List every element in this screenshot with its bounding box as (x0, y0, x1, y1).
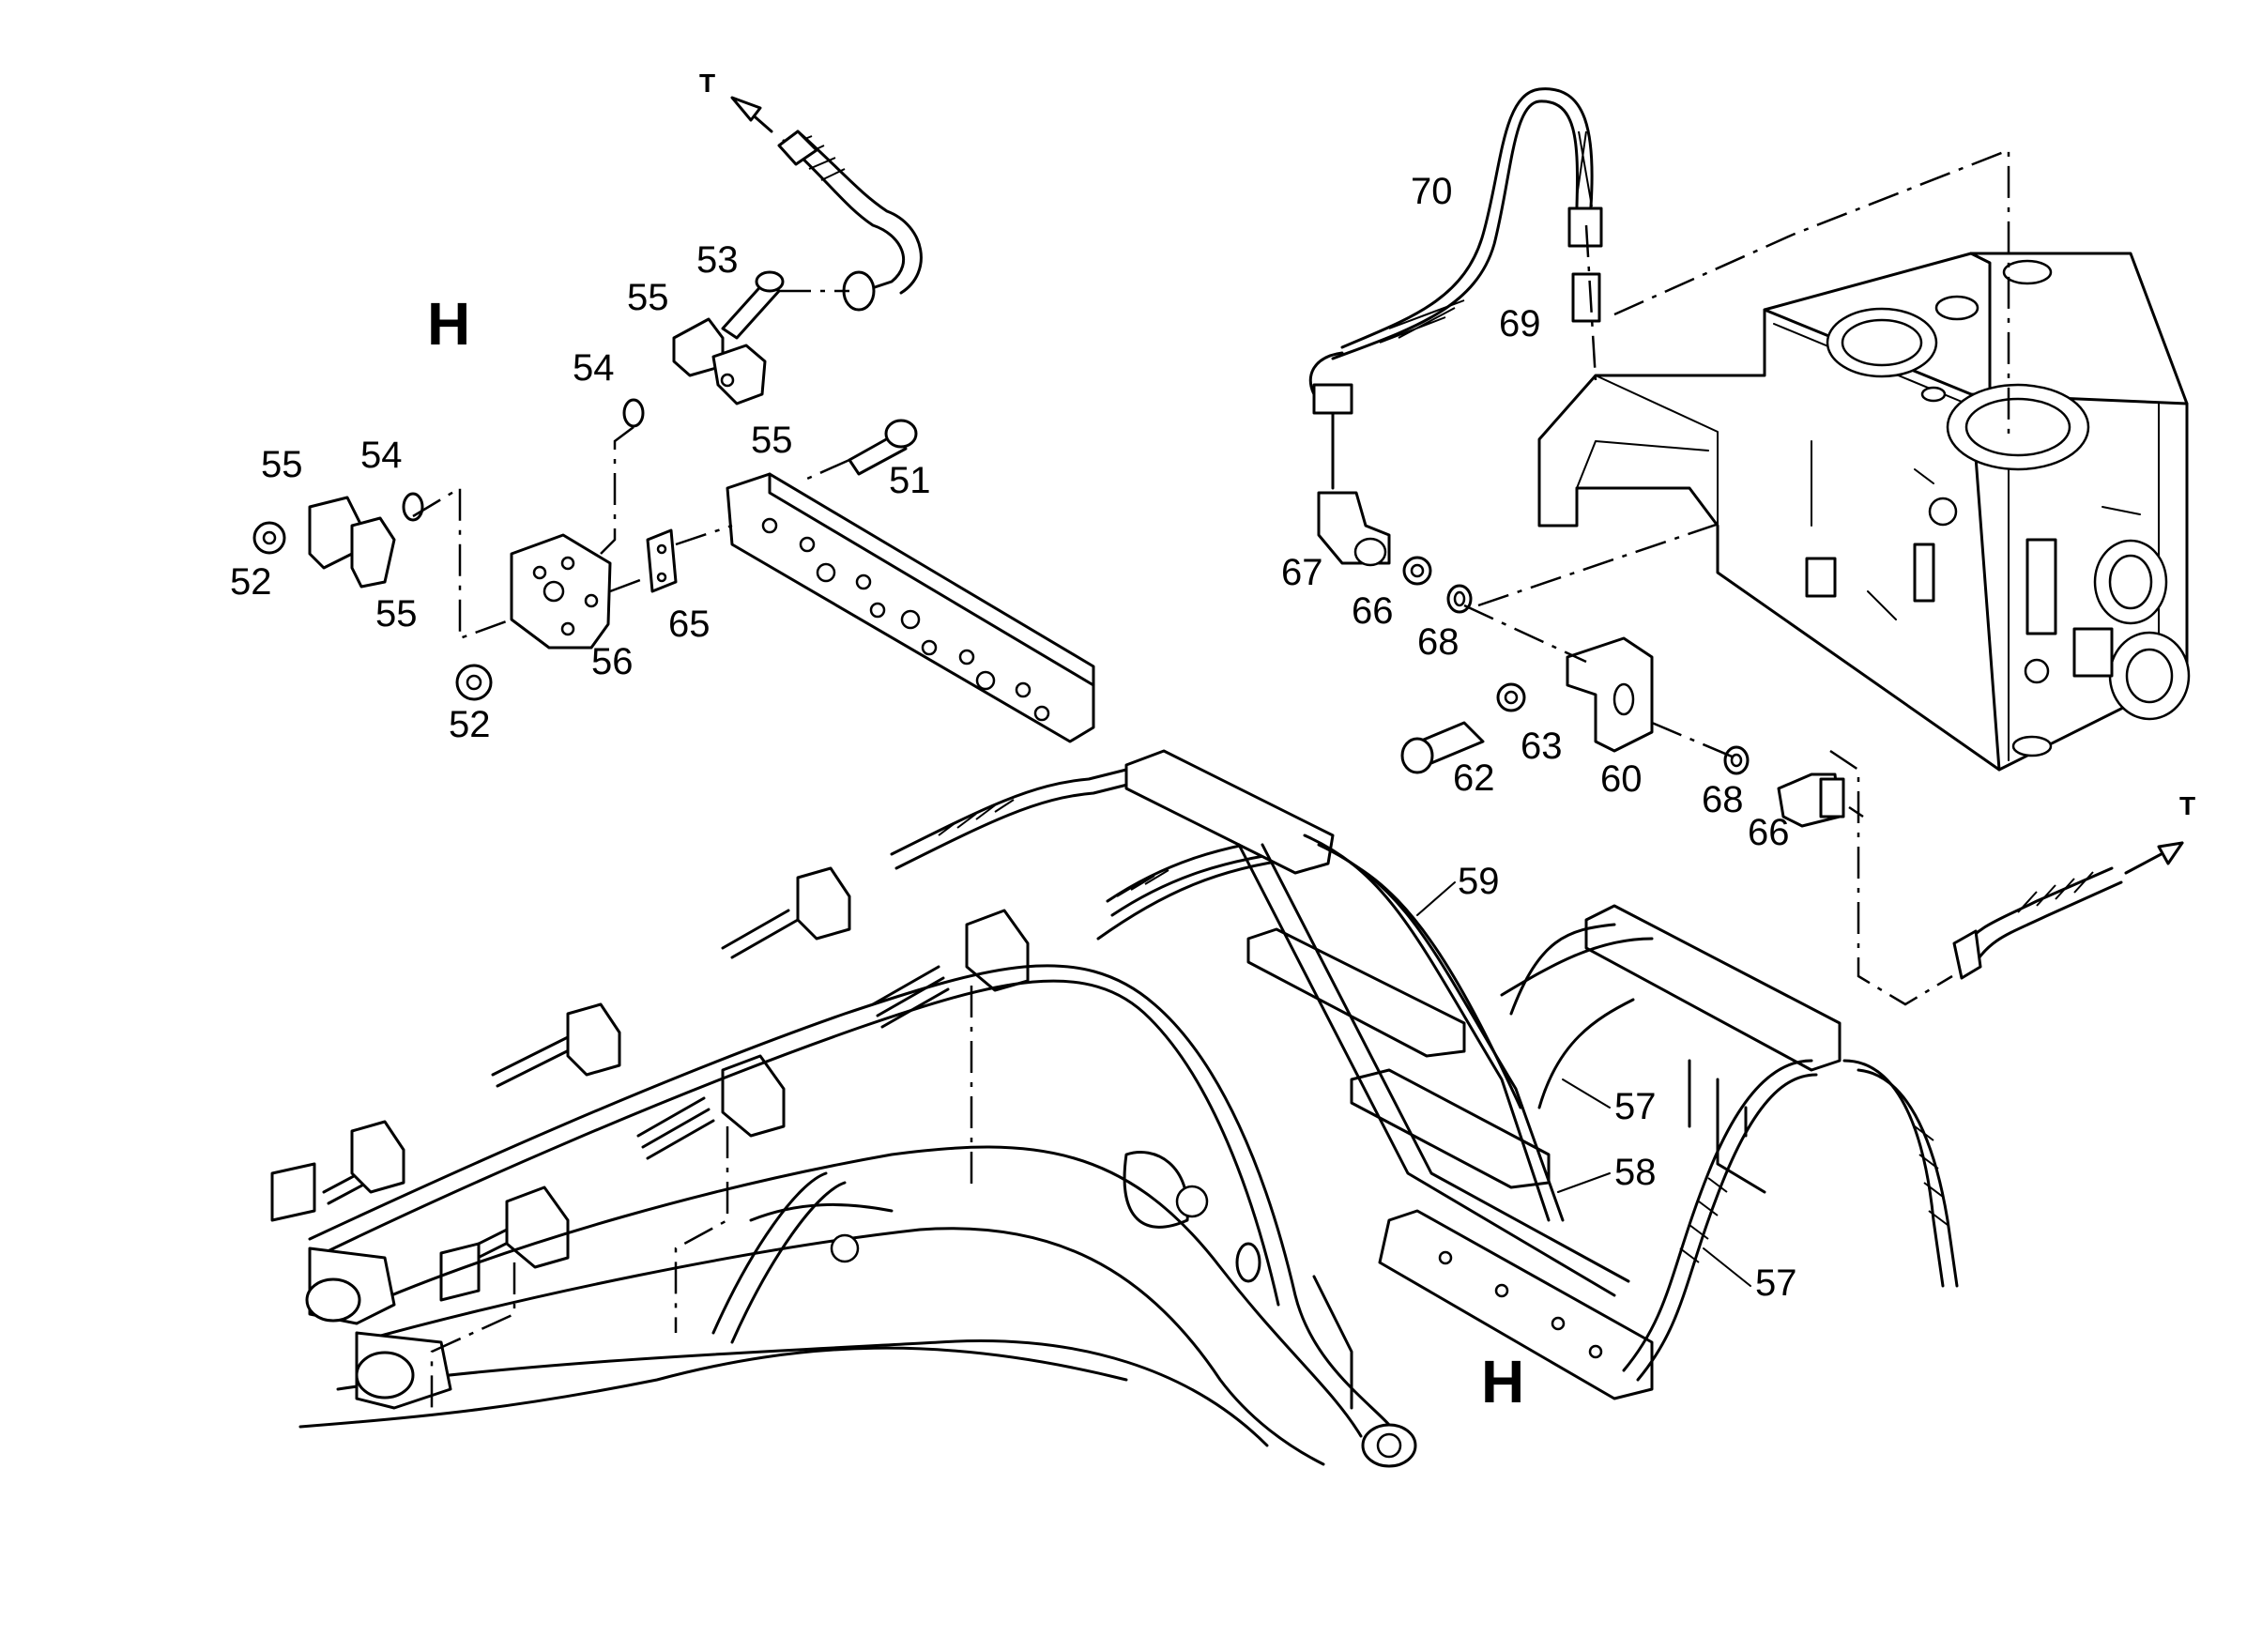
callout-63: 63 (1521, 726, 1563, 767)
callout-67: 67 (1281, 552, 1323, 593)
view-label-h-bottom: H (1481, 1348, 1524, 1415)
arrow-label-t-top: T (699, 69, 715, 98)
callout-58: 58 (1614, 1152, 1657, 1193)
mounting-bar-55 (726, 472, 1095, 743)
callout-69: 69 (1499, 303, 1541, 344)
callout-54-upper: 54 (573, 347, 615, 389)
callout-70: 70 (1411, 171, 1453, 212)
view-labels: H H (427, 290, 1524, 1415)
callout-56: 56 (591, 641, 634, 682)
clamp-assembly-left (252, 492, 424, 589)
clamp-half-55-lower (711, 344, 767, 405)
callout-51: 51 (889, 460, 931, 501)
clamp-rails-left (270, 866, 1030, 1302)
bolt-62 (1400, 721, 1485, 774)
boom-arm (298, 964, 1417, 1468)
leader-lines (412, 148, 2010, 1408)
callout-leaders (1416, 881, 1751, 1287)
callout-55-right: 55 (751, 420, 793, 461)
spacer-65 (646, 528, 678, 593)
elbow-66-lower (1777, 772, 1845, 828)
bracket-60 (1566, 636, 1654, 753)
callout-55-left: 55 (261, 444, 303, 485)
arrow-label-t-right: T (2179, 791, 2195, 820)
washer-68-lower (1723, 745, 1750, 775)
o-ring-54-upper (622, 398, 645, 428)
callout-66-upper: 66 (1352, 590, 1394, 632)
hose-lines (890, 749, 1959, 1400)
bolt-53 (721, 270, 785, 340)
clamp-plate-56 (510, 533, 612, 650)
callout-57-lower: 57 (1755, 1262, 1797, 1304)
callout-68-lower: 68 (1702, 779, 1744, 820)
callout-66-lower: 66 (1748, 812, 1790, 853)
arrow-labels: T T (699, 69, 2195, 820)
callout-59: 59 (1458, 861, 1500, 902)
return-hose-right (1952, 841, 2184, 980)
bolt-51 (848, 419, 918, 476)
washer-63 (1496, 682, 1526, 712)
callout-54-left: 54 (360, 435, 403, 476)
callout-52-lower: 52 (449, 704, 491, 745)
return-hose-left (730, 96, 923, 312)
part-callouts: 53 55 54 55 55 54 52 55 56 65 52 51 70 6… (230, 171, 1797, 1304)
nut-66-upper (1402, 556, 1432, 586)
callout-65: 65 (668, 604, 711, 645)
callout-55-upper: 55 (627, 277, 669, 318)
nut-52-lower (455, 664, 493, 701)
view-label-h-top: H (427, 290, 470, 358)
callout-60: 60 (1600, 758, 1643, 800)
callout-55-lower: 55 (375, 593, 418, 635)
callout-57-upper: 57 (1614, 1086, 1657, 1127)
callout-68-upper: 68 (1417, 621, 1460, 663)
hydraulic-tank (1537, 252, 2191, 772)
callout-53: 53 (696, 239, 739, 281)
elbow-67 (1317, 491, 1391, 567)
hose-70 (1308, 87, 1603, 490)
callout-52-left: 52 (230, 561, 272, 603)
callout-62: 62 (1453, 757, 1495, 799)
